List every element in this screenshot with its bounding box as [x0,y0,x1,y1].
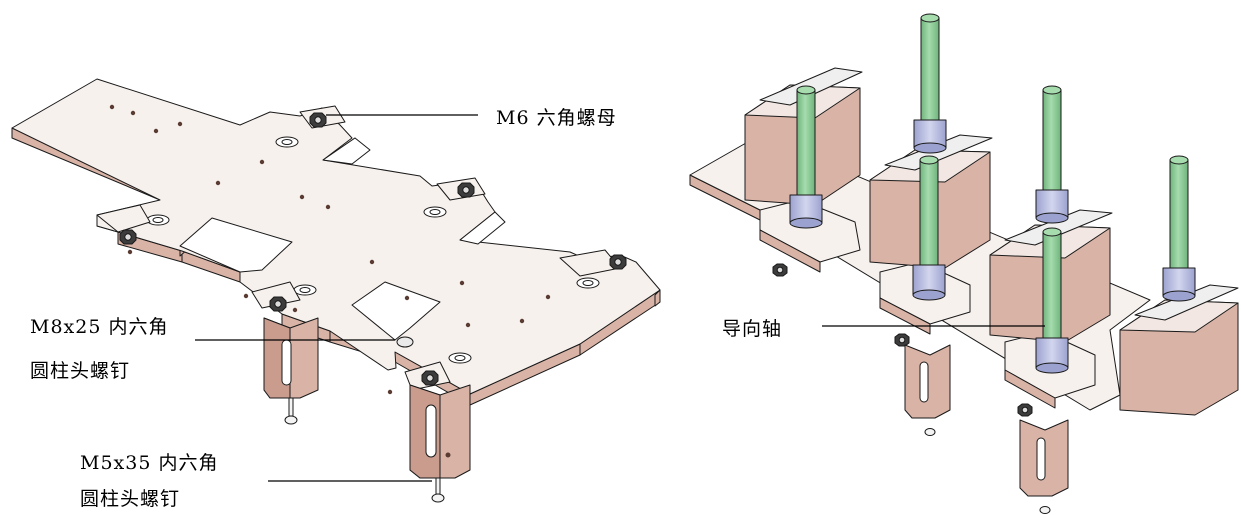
m6-hex-nuts [119,112,627,386]
label-guide-shaft: 导向轴 [722,318,783,340]
m5-screws [284,397,445,503]
left-brackets [263,317,471,503]
left-plate-large-holes [146,136,600,364]
guide-shaft [1035,227,1069,374]
hex-nut [269,296,287,312]
right-guide-assembly [689,13,1239,514]
guide-shaft [913,13,947,154]
right-hex-nuts [772,263,1033,417]
hex-nut [119,229,137,245]
bracket-rear [263,317,319,399]
guide-shaft [789,85,823,229]
right-brackets [904,344,1069,514]
left-plate-cutout-1 [179,217,293,273]
hex-nut [457,182,475,198]
guide-shafts [789,13,1196,374]
left-plate-cutout-2 [351,281,441,341]
left-plate-cutout-4 [459,211,506,245]
leader-lines [195,114,1045,482]
m8-screw-head [396,336,414,348]
left-plate-small-holes [109,104,551,395]
guide-shaft [912,155,946,301]
hex-nut [309,112,327,128]
bracket-front [409,384,471,479]
hex-nut [609,254,627,270]
label-m6-nut: M6 六角螺母 [496,107,617,129]
label-m8-screw-line2: 圆柱头螺钉 [30,360,131,382]
guide-shaft [1035,85,1069,224]
label-m5-screw-line1: M5x35 内六角 [80,452,219,474]
left-plate-cutout-3 [322,137,371,165]
guide-shaft [1162,155,1196,302]
label-m8-screw-line1: M8x25 内六角 [30,316,169,338]
left-plate-assembly [11,78,661,503]
label-m5-screw-line2: 圆柱头螺钉 [80,488,181,510]
hex-nut [421,370,439,386]
